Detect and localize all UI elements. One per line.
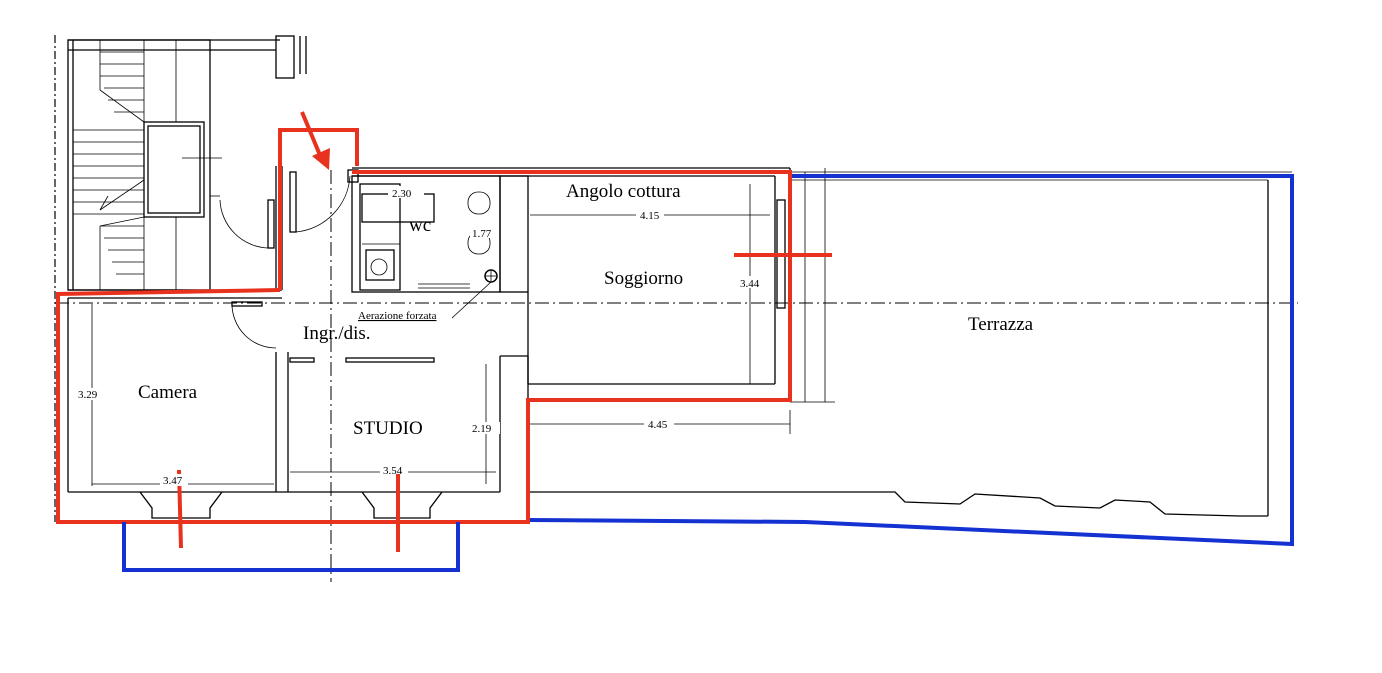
label-camera: Camera <box>138 382 198 403</box>
dim-wc-width: 2.30 <box>392 188 412 200</box>
label-soggiorno: Soggiorno <box>604 268 683 289</box>
blue-highlight-boundary <box>122 174 1294 572</box>
label-terrazza: Terrazza <box>968 314 1034 335</box>
staircase <box>67 39 222 291</box>
red-highlight-boundary <box>56 111 832 552</box>
label-ingresso: Ingr./dis. <box>303 323 371 344</box>
wc-block <box>351 175 529 319</box>
living-walls <box>352 167 791 434</box>
dim-kitchen-width: 4.15 <box>640 210 660 222</box>
dim-soggiorno-depth: 3.44 <box>740 278 760 290</box>
label-wc: wc <box>409 215 431 236</box>
dim-studio-depth: 2.19 <box>472 423 492 435</box>
label-studio: STUDIO <box>353 418 423 439</box>
label-angolo-cottura: Angolo cottura <box>566 181 681 202</box>
dim-camera-depth: 3.29 <box>78 389 98 401</box>
dim-wc-depth: 1.77 <box>472 228 492 240</box>
terrace-outline <box>530 168 1292 517</box>
note-aerazione: Aerazione forzata <box>358 310 437 322</box>
dim-soggiorno-width: 4.45 <box>648 419 668 431</box>
entry-walls <box>68 35 359 290</box>
lower-rooms-walls <box>67 289 529 520</box>
dim-camera-width: 3.47 <box>163 475 183 487</box>
dim-studio-width: 3.54 <box>383 465 403 477</box>
